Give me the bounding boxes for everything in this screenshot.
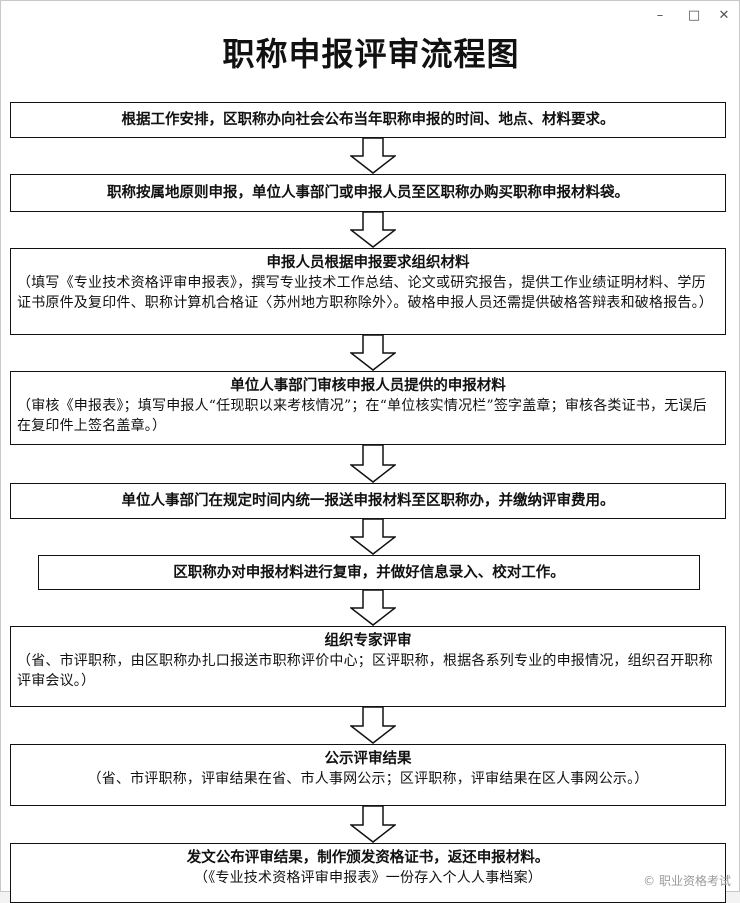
close-icon[interactable]: ✕ [718, 7, 730, 23]
maximize-icon[interactable]: □ [687, 7, 701, 23]
step-3-heading: 申报人员根据申报要求组织材料 [266, 254, 470, 271]
step-box-7: 组织专家评审 （省、市评职称，由区职称办扎口报送市职称评价中心；区评职称，根据各… [10, 626, 726, 707]
flow-arrow-1 [350, 138, 396, 174]
step-box-4: 单位人事部门审核申报人员提供的申报材料 （审核《申报表》；填写申报人“任现职以来… [10, 371, 726, 445]
step-7-heading: 组织专家评审 [324, 632, 412, 649]
flow-arrow-5 [350, 519, 396, 555]
step-2-text: 职称按属地原则申报，单位人事部门或申报人员至区职称办购买职称申报材料袋。 [107, 184, 629, 201]
step-4-detail: （审核《申报表》；填写申报人“任现职以来考核情况”；在“单位核实情况栏”签字盖章… [17, 398, 707, 434]
step-6-text: 区职称办对申报材料进行复审，并做好信息录入、校对工作。 [173, 563, 565, 581]
watermark: © 职业资格考试 [643, 874, 731, 888]
step-box-8: 公示评审结果 （省、市评职称，评审结果在省、市人事网公示；区评职称，评审结果在区… [10, 744, 726, 806]
flow-arrow-6 [350, 590, 396, 626]
step-8-heading: 公示评审结果 [324, 750, 412, 767]
flow-arrow-8 [350, 806, 396, 843]
step-7-detail: （省、市评职称，由区职称办扎口报送市职称评价中心；区评职称，根据各系列专业的申报… [17, 653, 713, 689]
flow-arrow-3 [350, 335, 396, 371]
step-box-9: 发文公布评审结果，制作颁发资格证书，返还申报材料。 （《专业技术资格评审申报表》… [10, 843, 726, 903]
step-4-heading: 单位人事部门审核申报人员提供的申报材料 [230, 377, 506, 394]
step-box-5: 单位人事部门在规定时间内统一报送申报材料至区职称办，并缴纳评审费用。 [10, 483, 726, 519]
step-5-text: 单位人事部门在规定时间内统一报送申报材料至区职称办，并缴纳评审费用。 [121, 492, 615, 509]
page-title: 职称申报评审流程图 [222, 35, 520, 73]
step-9-detail: （《专业技术资格评审申报表》一份存入个人人事档案） [194, 870, 542, 886]
window-titlebar: – □ ✕ [1, 1, 739, 29]
step-box-3: 申报人员根据申报要求组织材料 （填写《专业技术资格评审申报表》，撰写专业技术工作… [10, 248, 726, 335]
step-box-1: 根据工作安排，区职称办向社会公布当年职称申报的时间、地点、材料要求。 [10, 102, 726, 138]
step-8-detail: （省、市评职称，评审结果在省、市人事网公示；区评职称，评审结果在区人事网公示。） [87, 771, 649, 787]
step-3-detail: （填写《专业技术资格评审申报表》，撰写专业技术工作总结、论文或研究报告，提供工作… [17, 275, 713, 311]
flow-arrow-4 [350, 445, 396, 483]
flow-arrow-7 [350, 707, 396, 744]
step-9-heading: 发文公布评审结果，制作颁发资格证书，返还申报材料。 [186, 849, 550, 866]
step-box-6: 区职称办对申报材料进行复审，并做好信息录入、校对工作。 [38, 555, 700, 590]
step-1-text: 根据工作安排，区职称办向社会公布当年职称申报的时间、地点、材料要求。 [121, 111, 615, 128]
step-box-2: 职称按属地原则申报，单位人事部门或申报人员至区职称办购买职称申报材料袋。 [10, 174, 726, 212]
minimize-icon[interactable]: – [656, 7, 664, 23]
flow-arrow-2 [350, 212, 396, 248]
